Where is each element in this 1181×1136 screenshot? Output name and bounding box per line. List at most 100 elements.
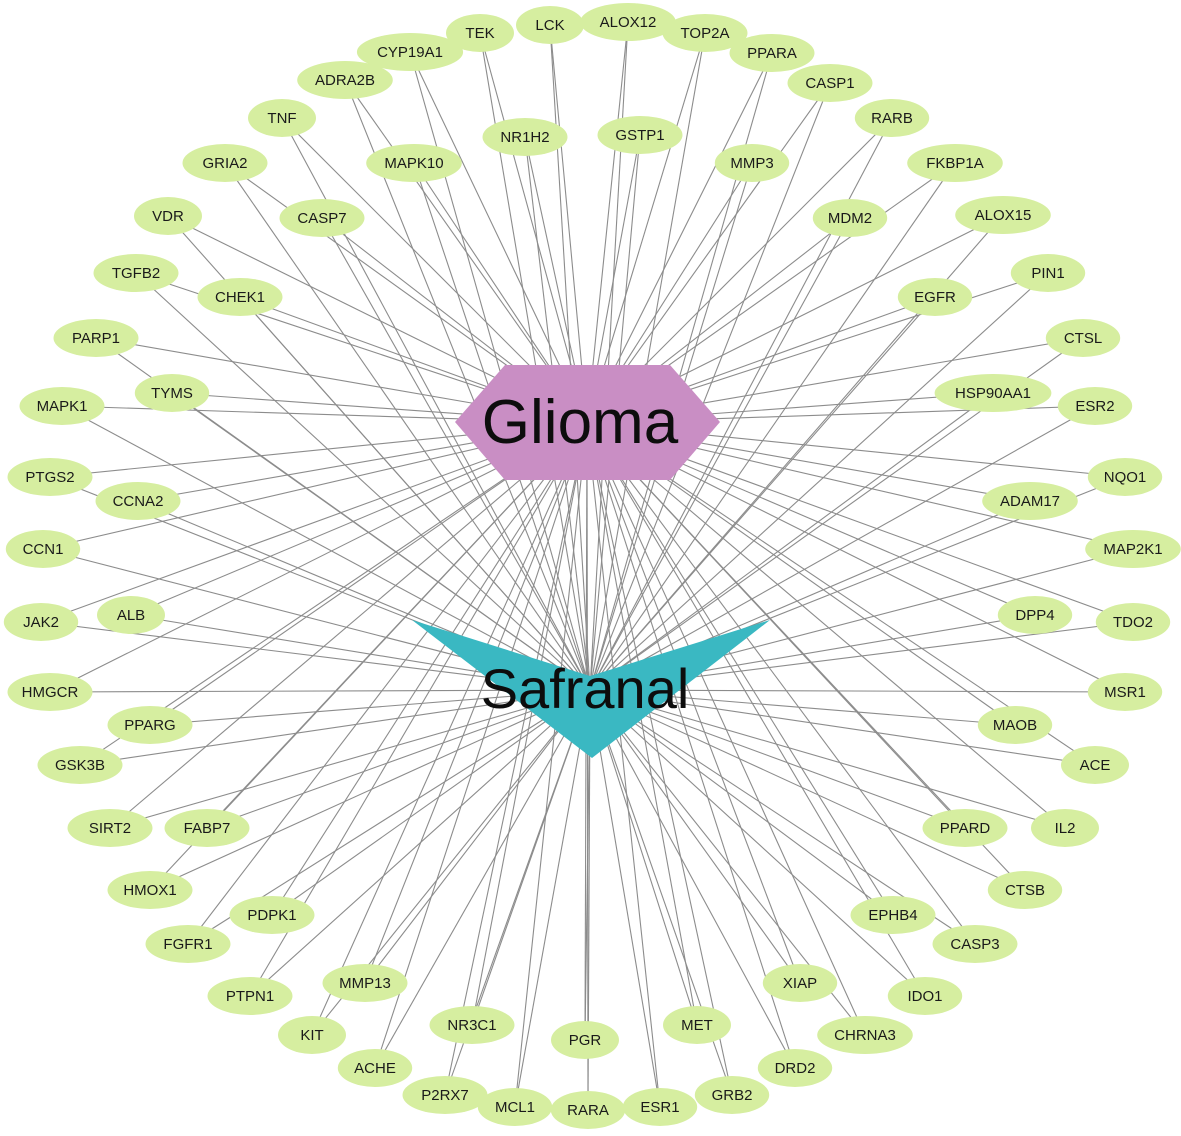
target-node-label: LCK xyxy=(535,17,564,34)
edge-tgfb2-safranal xyxy=(135,272,591,691)
target-node-casp3[interactable]: CASP3 xyxy=(932,925,1018,963)
target-node-label: ADAM17 xyxy=(1000,493,1060,510)
target-node-top2a[interactable]: TOP2A xyxy=(662,14,748,52)
target-node-fgfr1[interactable]: FGFR1 xyxy=(145,925,231,963)
target-node-ellipse xyxy=(97,596,165,634)
target-node-alb[interactable]: ALB xyxy=(97,596,165,634)
target-node-label: FABP7 xyxy=(184,820,231,837)
target-node-msr1[interactable]: MSR1 xyxy=(1087,673,1163,711)
target-node-label: PDPK1 xyxy=(247,907,296,924)
target-node-tyms[interactable]: TYMS xyxy=(134,374,210,412)
edge-pin1-safranal xyxy=(589,272,1049,691)
target-node-grb2[interactable]: GRB2 xyxy=(694,1076,770,1114)
target-node-alox15[interactable]: ALOX15 xyxy=(955,196,1051,234)
target-node-label: CTSL xyxy=(1064,330,1102,347)
target-node-alox12[interactable]: ALOX12 xyxy=(580,3,676,41)
target-node-tnf[interactable]: TNF xyxy=(248,99,316,137)
target-node-label: TOP2A xyxy=(681,25,730,42)
target-node-ellipse xyxy=(197,278,283,316)
target-node-map2k1[interactable]: MAP2K1 xyxy=(1085,530,1181,568)
target-node-mcl1[interactable]: MCL1 xyxy=(477,1088,553,1126)
target-node-ellipse xyxy=(850,896,936,934)
target-node-cyp19a1[interactable]: CYP19A1 xyxy=(356,33,464,71)
target-node-ptpn1[interactable]: PTPN1 xyxy=(207,977,293,1015)
target-node-kit[interactable]: KIT xyxy=(278,1016,346,1054)
edge-nr3c1-glioma xyxy=(471,422,588,1026)
target-node-mmp3[interactable]: MMP3 xyxy=(714,144,790,182)
target-node-casp1[interactable]: CASP1 xyxy=(787,64,873,102)
target-node-lck[interactable]: LCK xyxy=(516,6,584,44)
target-node-chek1[interactable]: CHEK1 xyxy=(197,278,283,316)
target-node-ccn1[interactable]: CCN1 xyxy=(5,530,81,568)
target-node-jak2[interactable]: JAK2 xyxy=(3,603,79,641)
target-node-ellipse xyxy=(987,871,1063,909)
target-node-pin1[interactable]: PIN1 xyxy=(1010,254,1086,292)
target-node-pgr[interactable]: PGR xyxy=(551,1021,619,1059)
edge-top2a-safranal xyxy=(589,32,706,691)
glioma-hub-hexagon[interactable] xyxy=(455,365,720,480)
edge-rara-glioma xyxy=(586,422,589,1111)
target-node-casp7[interactable]: CASP7 xyxy=(279,199,365,237)
target-node-ellipse xyxy=(1057,387,1133,425)
target-node-hmgcr[interactable]: HMGCR xyxy=(7,673,93,711)
target-node-rara[interactable]: RARA xyxy=(550,1091,626,1129)
target-node-ace[interactable]: ACE xyxy=(1061,746,1129,784)
target-node-adam17[interactable]: ADAM17 xyxy=(982,482,1078,520)
target-node-drd2[interactable]: DRD2 xyxy=(757,1049,833,1087)
target-node-ccna2[interactable]: CCNA2 xyxy=(95,482,181,520)
target-node-ido1[interactable]: IDO1 xyxy=(887,977,963,1015)
edge-pdpk1-glioma xyxy=(271,422,588,916)
target-node-mapk1[interactable]: MAPK1 xyxy=(19,387,105,425)
target-node-vdr[interactable]: VDR xyxy=(134,197,202,235)
target-node-esr1[interactable]: ESR1 xyxy=(622,1088,698,1126)
target-node-gria2[interactable]: GRIA2 xyxy=(182,144,268,182)
target-node-ache[interactable]: ACHE xyxy=(337,1049,413,1087)
target-node-ctsb[interactable]: CTSB xyxy=(987,871,1063,909)
edge-met-glioma xyxy=(586,422,698,1026)
target-node-adra2b[interactable]: ADRA2B xyxy=(297,61,393,99)
target-node-tdo2[interactable]: TDO2 xyxy=(1095,603,1171,641)
target-node-dpp4[interactable]: DPP4 xyxy=(997,596,1073,634)
target-node-label: DPP4 xyxy=(1015,607,1054,624)
target-node-mmp13[interactable]: MMP13 xyxy=(322,964,408,1002)
target-node-fabp7[interactable]: FABP7 xyxy=(164,809,250,847)
target-node-label: PPARD xyxy=(940,820,991,837)
target-node-parp1[interactable]: PARP1 xyxy=(53,319,139,357)
target-node-tgfb2[interactable]: TGFB2 xyxy=(93,254,179,292)
target-node-mapk10[interactable]: MAPK10 xyxy=(366,144,462,182)
target-node-label: VDR xyxy=(152,208,184,225)
target-node-nr3c1[interactable]: NR3C1 xyxy=(429,1006,515,1044)
target-node-pdpk1[interactable]: PDPK1 xyxy=(229,896,315,934)
target-node-p2rx7[interactable]: P2RX7 xyxy=(402,1076,488,1114)
target-node-gsk3b[interactable]: GSK3B xyxy=(37,746,123,784)
target-node-ppard[interactable]: PPARD xyxy=(922,809,1008,847)
target-node-label: ALOX12 xyxy=(600,14,657,31)
target-node-chrna3[interactable]: CHRNA3 xyxy=(817,1016,913,1054)
target-node-esr2[interactable]: ESR2 xyxy=(1057,387,1133,425)
target-node-xiap[interactable]: XIAP xyxy=(762,964,838,1002)
target-node-ellipse xyxy=(7,673,93,711)
target-node-hsp90aa1[interactable]: HSP90AA1 xyxy=(934,374,1052,412)
edge-il2-safranal xyxy=(589,689,1066,829)
edge-ephb4-safranal xyxy=(589,689,894,916)
target-node-gstp1[interactable]: GSTP1 xyxy=(597,116,683,154)
target-node-egfr[interactable]: EGFR xyxy=(897,278,973,316)
target-node-pparg[interactable]: PPARG xyxy=(107,706,193,744)
target-node-il2[interactable]: IL2 xyxy=(1031,809,1099,847)
target-node-met[interactable]: MET xyxy=(663,1006,731,1044)
target-node-ptgs2[interactable]: PTGS2 xyxy=(7,458,93,496)
target-node-maob[interactable]: MAOB xyxy=(977,706,1053,744)
target-node-ppara[interactable]: PPARA xyxy=(729,34,815,72)
target-node-rarb[interactable]: RARB xyxy=(854,99,930,137)
target-node-hmox1[interactable]: HMOX1 xyxy=(107,871,193,909)
target-node-tek[interactable]: TEK xyxy=(446,14,514,52)
target-node-mdm2[interactable]: MDM2 xyxy=(812,199,888,237)
target-node-nqo1[interactable]: NQO1 xyxy=(1087,458,1163,496)
target-node-nr1h2[interactable]: NR1H2 xyxy=(482,118,568,156)
target-node-fkbp1a[interactable]: FKBP1A xyxy=(907,144,1003,182)
safranal-hub-arrow[interactable] xyxy=(412,620,770,758)
target-node-sirt2[interactable]: SIRT2 xyxy=(67,809,153,847)
target-node-ctsl[interactable]: CTSL xyxy=(1045,319,1121,357)
target-node-ephb4[interactable]: EPHB4 xyxy=(850,896,936,934)
